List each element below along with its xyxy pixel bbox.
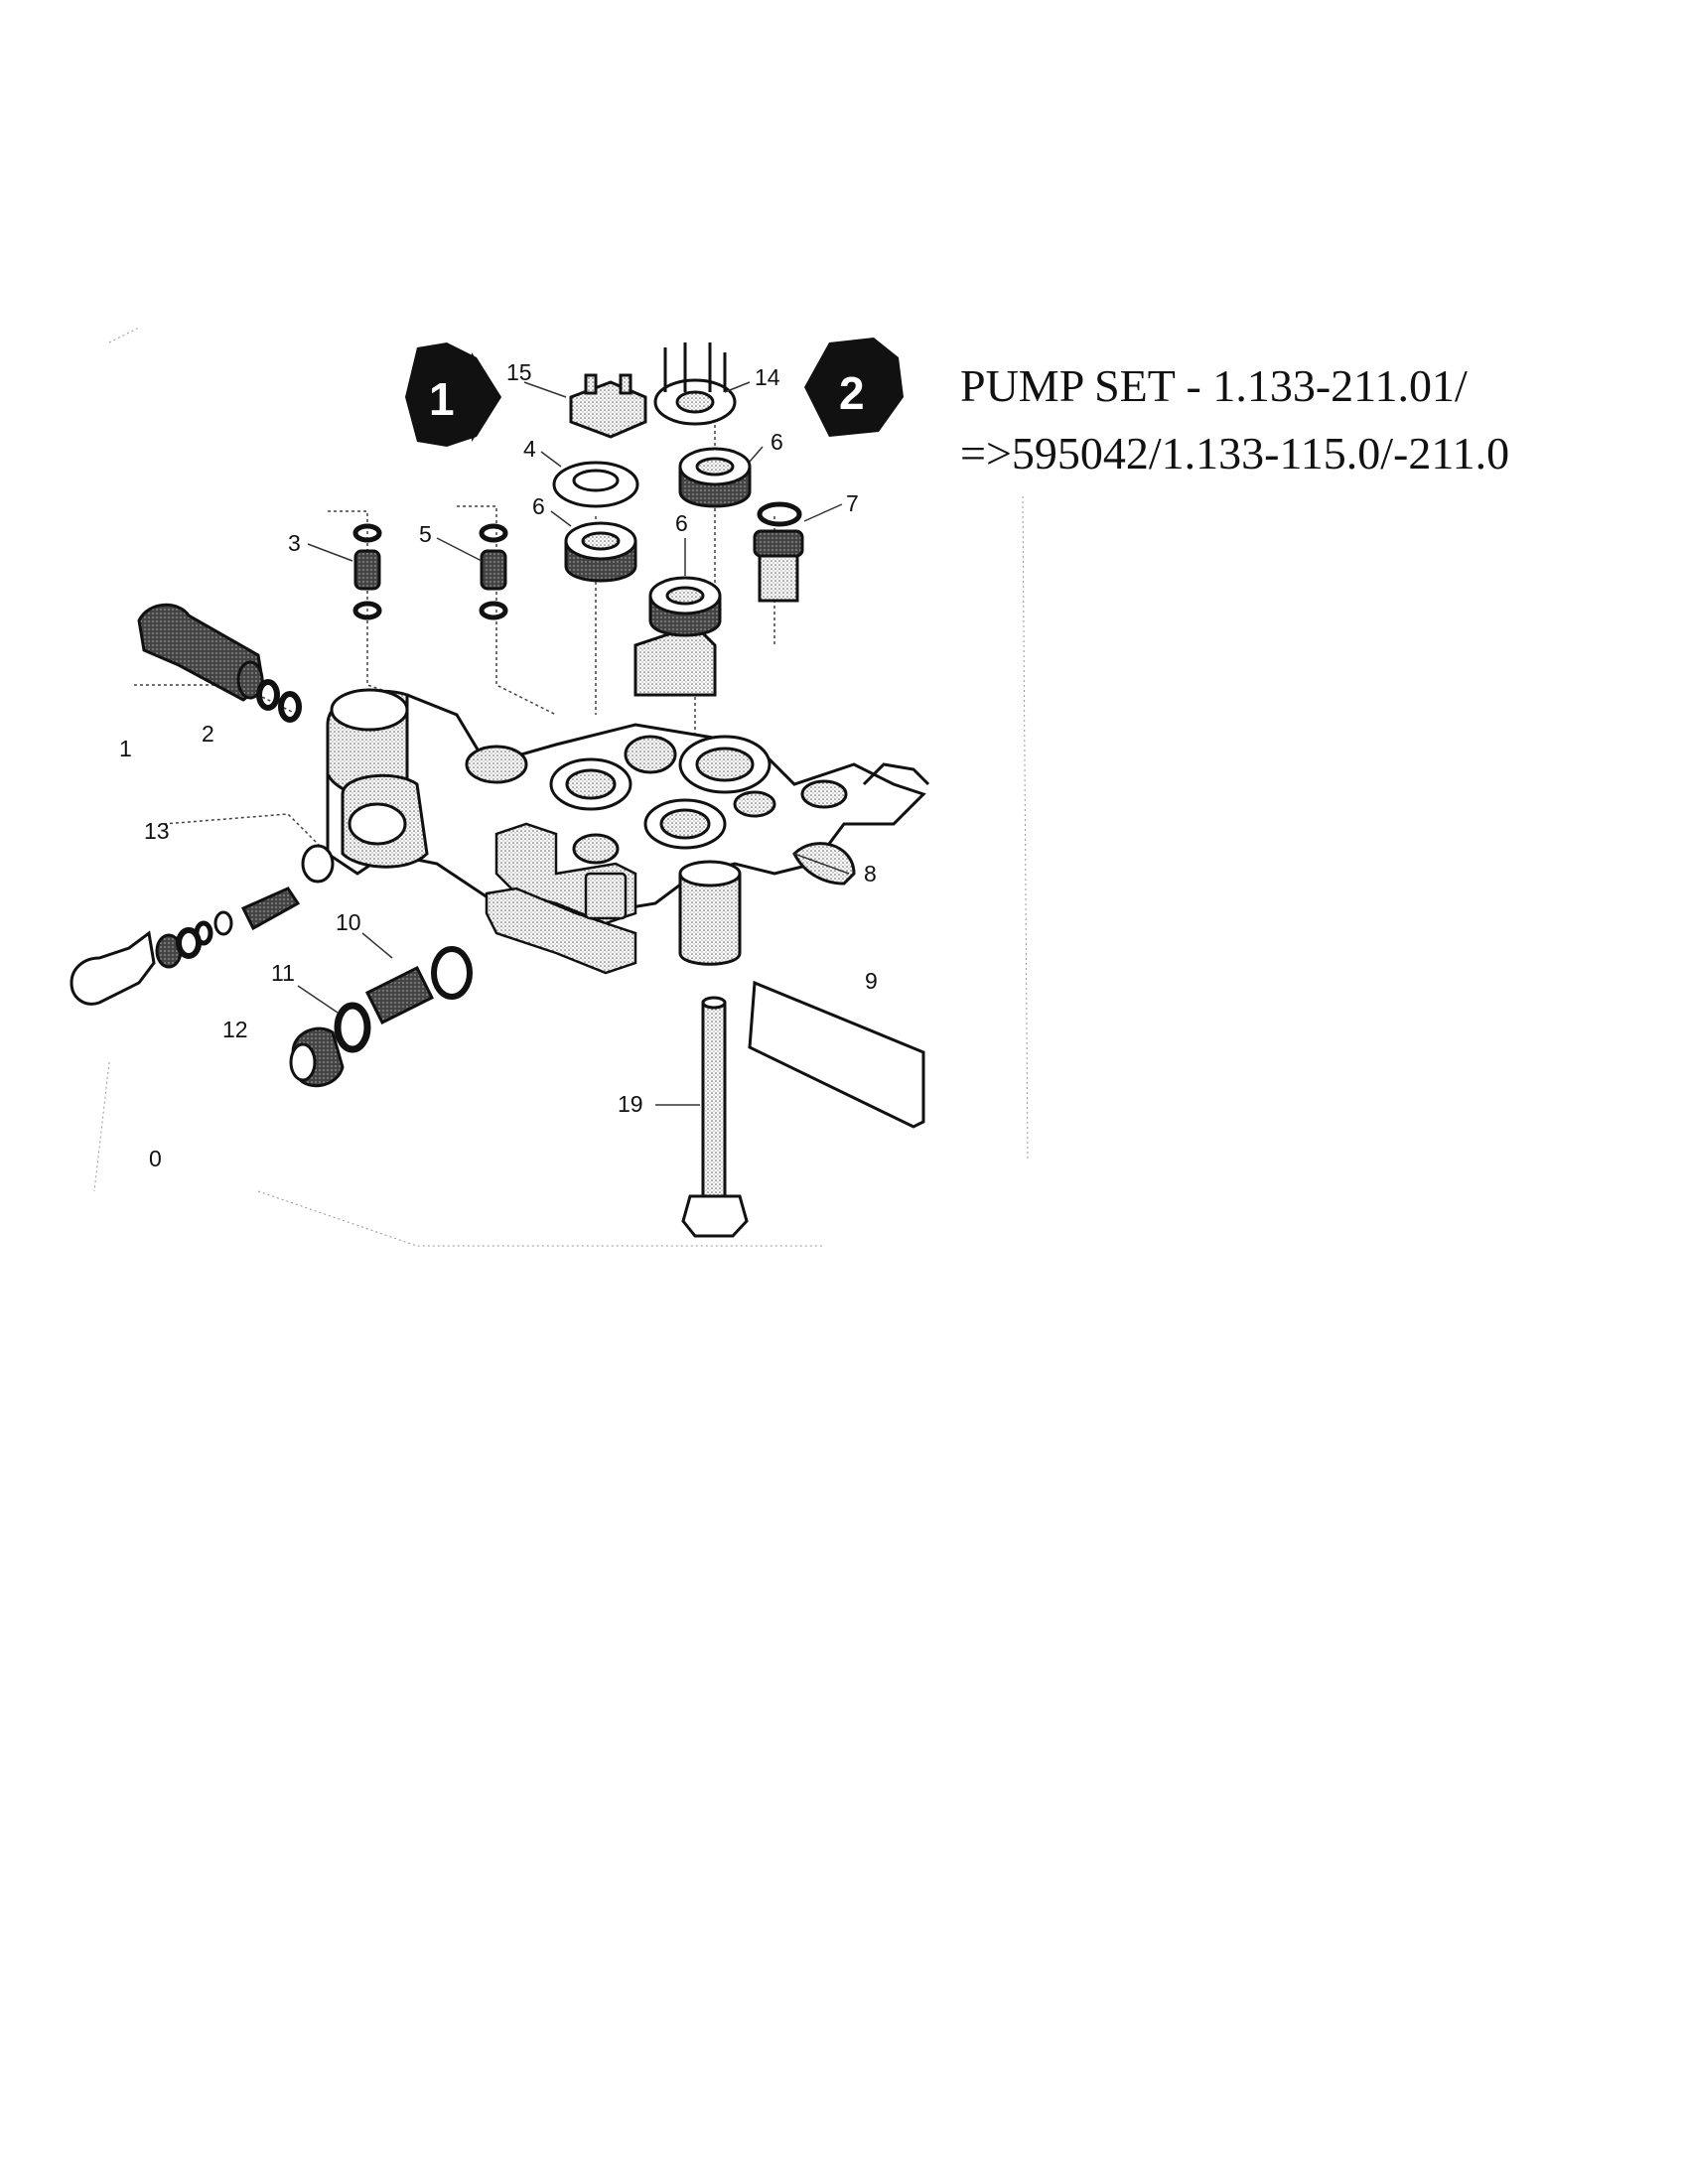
callout-14: 14 — [755, 364, 780, 390]
part-1-fitting — [137, 603, 265, 702]
callout-10: 10 — [336, 909, 361, 935]
part-6-seal-right — [678, 447, 752, 508]
part-7-valve — [753, 501, 804, 603]
part-8-sleeve — [678, 860, 742, 966]
part-3-valve — [352, 523, 382, 620]
part-4-washer — [552, 461, 639, 508]
part-19-bolt — [681, 996, 749, 1238]
step-badge-1: 1 — [405, 342, 501, 447]
callout-2: 2 — [202, 721, 214, 747]
part-9-plate — [748, 980, 925, 1129]
callout-7: 7 — [846, 490, 859, 516]
part-13-spring-assembly — [70, 844, 335, 1006]
callout-leader-lines — [297, 381, 850, 1106]
clamp-bracket — [485, 822, 637, 975]
callout-6-left: 6 — [532, 493, 545, 519]
callout-12: 12 — [222, 1017, 248, 1042]
step-badge-2-label: 2 — [839, 367, 865, 419]
part-10-check-valve — [364, 946, 473, 1025]
callout-1: 1 — [119, 736, 132, 761]
part-callouts: 15 14 4 6 6 6 7 3 5 1 2 13 8 10 11 12 9 … — [119, 359, 878, 1171]
part-12-plug — [289, 1026, 345, 1088]
callout-4: 4 — [523, 436, 536, 462]
callout-19: 19 — [618, 1091, 643, 1117]
title-line-2: =>595042/1.133-115.0/-211.0 — [960, 428, 1510, 478]
part-11-oring — [334, 1002, 371, 1053]
callout-8: 8 — [864, 861, 877, 887]
step-badge-1-label: 1 — [429, 373, 455, 425]
page-title: PUMP SET - 1.133-211.01/ =>595042/1.133-… — [960, 352, 1655, 487]
callout-9: 9 — [865, 968, 878, 994]
callout-0: 0 — [149, 1146, 162, 1171]
pump-manifold — [326, 623, 930, 935]
part-6-seal-center — [648, 576, 722, 637]
callout-15: 15 — [506, 359, 532, 385]
frame-lines — [93, 327, 1029, 1247]
part-14-retainer — [653, 342, 737, 426]
callout-11: 11 — [271, 960, 295, 986]
part-5-valve — [479, 523, 508, 620]
step-badge-2: 2 — [804, 338, 904, 437]
part-2-orings — [256, 679, 302, 723]
part-15-retainer — [569, 373, 647, 439]
callout-5: 5 — [419, 521, 432, 547]
title-line-1: PUMP SET - 1.133-211.01/ — [960, 360, 1468, 411]
part-6-seal-left — [564, 521, 637, 583]
callout-6-right: 6 — [771, 429, 783, 455]
callout-6-center: 6 — [675, 510, 688, 536]
callout-3: 3 — [288, 530, 301, 556]
callout-13: 13 — [144, 818, 170, 844]
